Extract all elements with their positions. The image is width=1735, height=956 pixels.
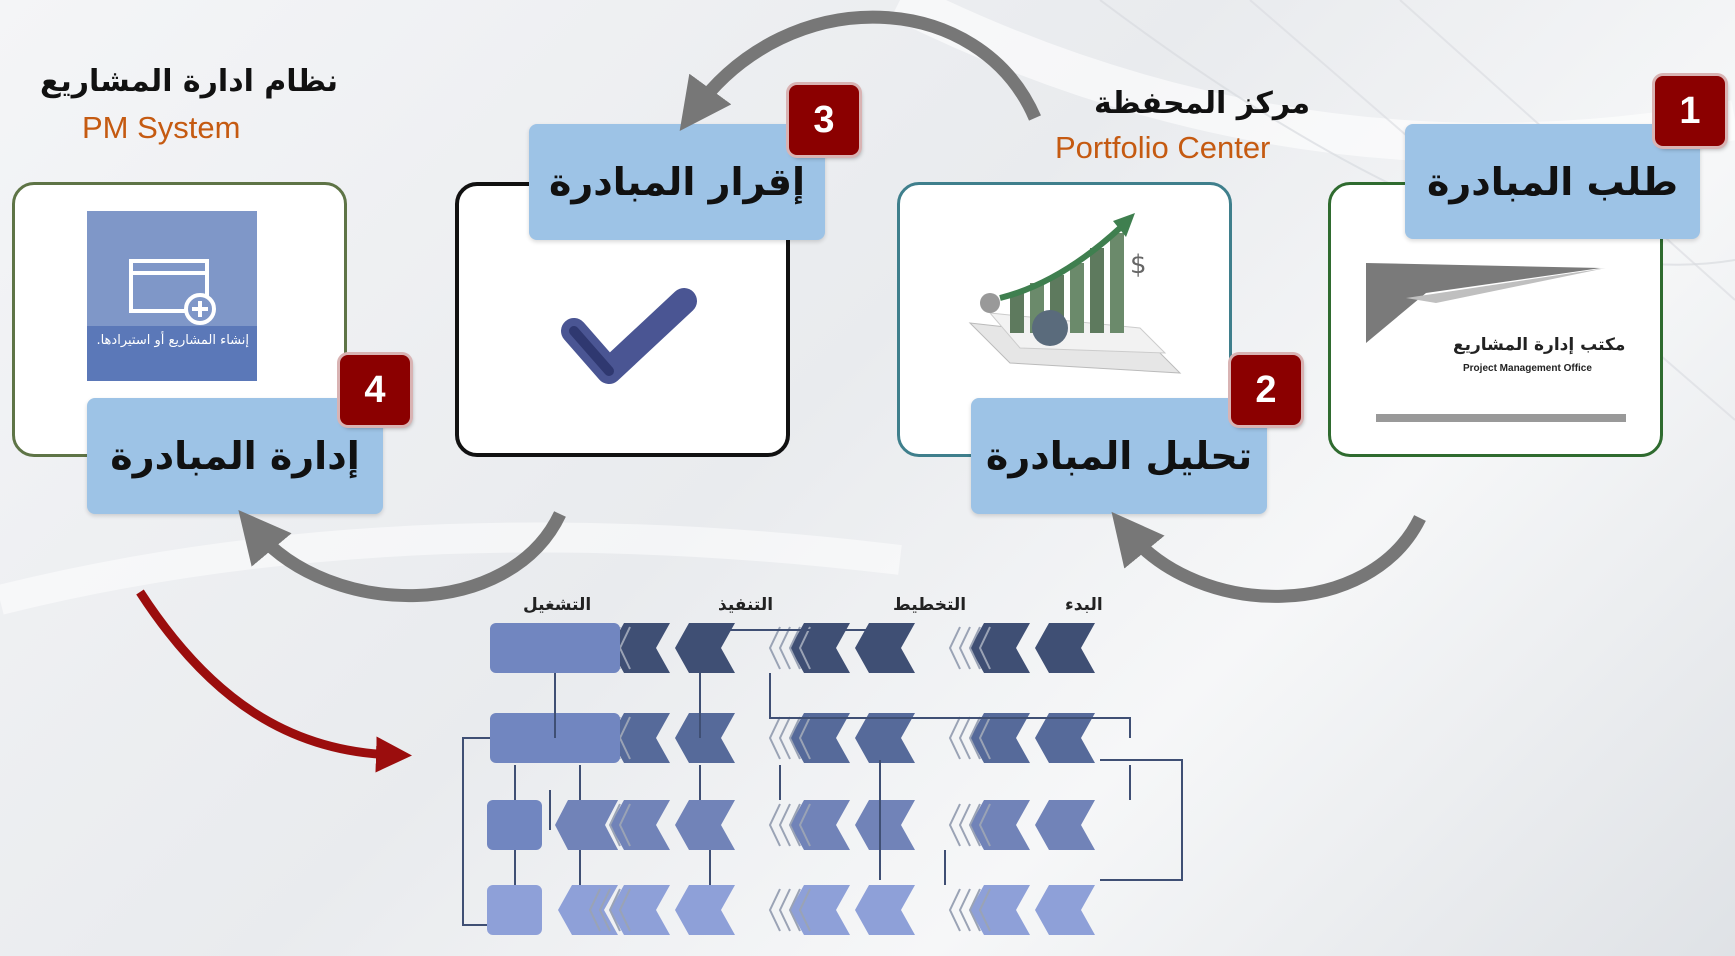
- chevron: [1035, 885, 1095, 935]
- operation-box: [487, 800, 542, 850]
- chevron-strip: [968, 888, 981, 932]
- financial-chart-icon: $: [968, 213, 1182, 374]
- chevron-strip: [778, 716, 791, 760]
- chevron: [1035, 713, 1095, 763]
- chevron-strip: [968, 716, 981, 760]
- arrow-to-lifecycle: [136, 589, 412, 773]
- connector-exec-init: [769, 673, 1131, 738]
- chevron-strip: [798, 716, 811, 760]
- tile-caption: إنشاء المشاريع أو استيرادها.: [87, 326, 257, 381]
- chevron-strip: [778, 803, 791, 847]
- connector-right-loop: [1100, 759, 1183, 881]
- checkmark-icon: [561, 288, 697, 384]
- chevron: [1035, 800, 1095, 850]
- portfolio-center-subtitle: Portfolio Center: [1055, 130, 1271, 165]
- chevron-strip: [768, 803, 781, 847]
- add-window-icon: [129, 259, 216, 325]
- chevron: [675, 713, 735, 763]
- chevron: [675, 800, 735, 850]
- chevron-strip: [968, 803, 981, 847]
- chevron-strip: [618, 803, 631, 847]
- chevron-strip: [618, 888, 631, 932]
- chevron-strip: [798, 888, 811, 932]
- chevron-strip: [598, 888, 611, 932]
- chevron-strip: [768, 888, 781, 932]
- chevron: [855, 885, 915, 935]
- chevron-strip: [958, 716, 971, 760]
- step-4-badge: 4: [340, 355, 410, 425]
- chevron: [855, 623, 915, 673]
- step-1-label: طلب المبادرة: [1405, 124, 1700, 239]
- chevron-strip: [958, 888, 971, 932]
- chevron-strip: [978, 888, 991, 932]
- document-subtitle: Project Management Office: [1463, 363, 1592, 374]
- chevron-strip: [948, 626, 961, 670]
- chevron-strip: [588, 888, 601, 932]
- chevron-strip: [978, 803, 991, 847]
- chevron: [855, 800, 915, 850]
- phase-operation: التشغيل: [523, 595, 592, 615]
- step-2-badge: 2: [1231, 355, 1301, 425]
- chevron: [855, 713, 915, 763]
- chevron-strip: [608, 888, 621, 932]
- operation-box: [487, 885, 542, 935]
- chevron-strip: [788, 888, 801, 932]
- chevron-strip: [978, 716, 991, 760]
- arrow-1-to-2: [1111, 511, 1426, 603]
- chevron-strip: [958, 626, 971, 670]
- chevron-strip: [768, 626, 781, 670]
- chevron: [675, 623, 735, 673]
- step-2-label: تحليل المبادرة: [971, 398, 1267, 514]
- chevron: [675, 885, 735, 935]
- document-banner: [1366, 263, 1606, 343]
- phase-initiation: البدء: [1065, 595, 1103, 615]
- chevron-strip: [948, 716, 961, 760]
- phase-planning: التخطيط: [893, 595, 967, 615]
- chevron-strip: [798, 803, 811, 847]
- arrow-3-to-4: [238, 510, 566, 603]
- create-projects-tile[interactable]: إنشاء المشاريع أو استيرادها.: [87, 211, 257, 381]
- portfolio-center-title: مركز المحفظة: [1094, 86, 1311, 121]
- step-3-label: إقرار المبادرة: [529, 124, 825, 240]
- connector-exec-plan: [699, 629, 883, 648]
- chevron: [558, 885, 618, 935]
- step-3-badge: 3: [789, 85, 859, 155]
- chevron-strip: [948, 803, 961, 847]
- svg-text:$: $: [1130, 250, 1147, 280]
- document-footer-bar: [1376, 414, 1626, 422]
- chevron-strip: [788, 803, 801, 847]
- chevron-strip: [788, 626, 801, 670]
- chevron-strip: [948, 888, 961, 932]
- operation-box: [490, 623, 620, 673]
- phase-execution: التنفيذ: [718, 595, 774, 615]
- pm-system-subtitle: PM System: [82, 110, 241, 145]
- chevron-strip: [768, 716, 781, 760]
- chevron-strip: [798, 626, 811, 670]
- chevron: [555, 800, 618, 850]
- chevron-strip: [788, 716, 801, 760]
- chevron-strip: [608, 803, 621, 847]
- document-title: مكتب إدارة المشاريع: [1453, 335, 1626, 355]
- chevron: [1035, 623, 1095, 673]
- pm-system-title: نظام ادارة المشاريع: [40, 64, 339, 99]
- chevron-strip: [778, 626, 791, 670]
- chevron-strip: [968, 626, 981, 670]
- chevron-strip: [958, 803, 971, 847]
- connector-left-loop: [462, 737, 490, 926]
- step-1-badge: 1: [1655, 76, 1725, 146]
- chevron-strip: [778, 888, 791, 932]
- arrow-2-to-3: [679, 10, 1041, 131]
- step-4-label: إدارة المبادرة: [87, 398, 383, 514]
- chevron-strip: [978, 626, 991, 670]
